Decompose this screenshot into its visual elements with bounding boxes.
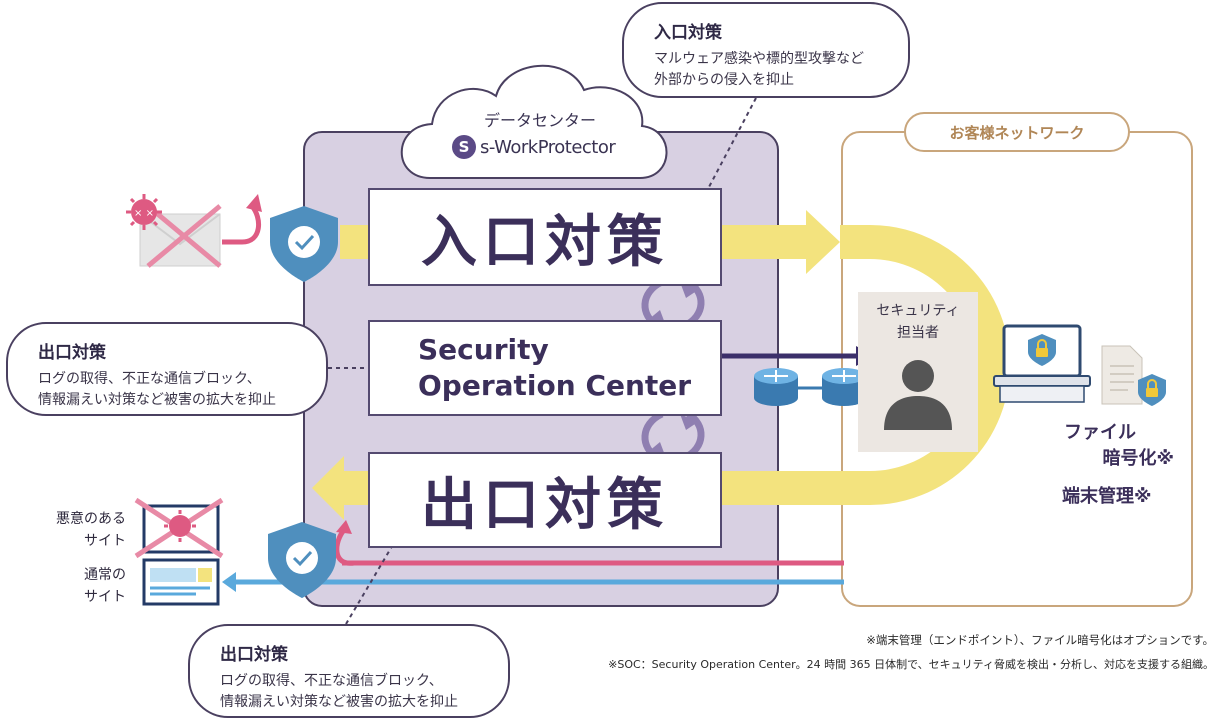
endpoint-management-label: 端末管理※ [1062, 486, 1152, 507]
virus-icon [164, 510, 196, 542]
yellow-arrow-left [312, 456, 344, 520]
document-icon [1101, 345, 1143, 405]
yellow-u-flow [722, 225, 1010, 505]
file-encryption-label: ファイル 暗号化※ [1064, 422, 1174, 469]
lock-icon [1138, 374, 1166, 406]
exit-measures-title: 出口対策 [421, 472, 669, 538]
bubble-title: 出口対策 [38, 343, 106, 363]
router-icon [822, 368, 866, 406]
shield-check-icon [270, 206, 338, 282]
soc-box: Security Operation Center [368, 320, 722, 416]
logo-text: s-WorkProtector [480, 136, 616, 158]
exit-measures-bubble-bottom: 出口対策 ログの取得、不正な通信ブロック、 情報漏えい対策など被害の拡大を抑止 [188, 624, 510, 718]
virus-icon: × × [126, 194, 162, 230]
bubble-description: マルウェア感染や標的型攻撃など 外部からの侵入を抑止 [654, 51, 864, 88]
normal-site-label: 通常の サイト [84, 567, 126, 605]
bubble-title: 出口対策 [220, 645, 288, 665]
yellow-arrow-right [806, 210, 840, 274]
exit-measures-box: 出口対策 [368, 452, 722, 548]
logo-circle-icon: S [452, 135, 476, 159]
svg-text:× ×: × × [134, 208, 154, 219]
datacenter-label: データセンター [483, 111, 596, 130]
malicious-site-label: 悪意のある サイト [56, 511, 126, 549]
router-icon [754, 368, 798, 406]
bubble-description: ログの取得、不正な通信ブロック、 情報漏えい対策など被害の拡大を抑止 [220, 673, 458, 710]
soc-title: Security Operation Center [418, 333, 692, 402]
bubble-description: ログの取得、不正な通信ブロック、 情報漏えい対策など被害の拡大を抑止 [38, 371, 276, 408]
shield-check-icon [268, 522, 336, 598]
footnote-option: ※端末管理（エンドポイント）、ファイル暗号化はオプションです。 [866, 633, 1214, 647]
customer-network-label: お客様ネットワーク [904, 112, 1130, 152]
security-officer-label: セキュリティ 担当者 [876, 303, 960, 341]
product-logo: S s-WorkProtector [452, 132, 642, 162]
blue-arrow-left [222, 572, 236, 592]
entrance-measures-box: 入口対策 [368, 188, 722, 286]
laptop-icon [993, 324, 1091, 403]
exit-measures-bubble-left: 出口対策 ログの取得、不正な通信ブロック、 情報漏えい対策など被害の拡大を抑止 [6, 322, 328, 416]
entrance-inflow [340, 225, 368, 259]
website-icon [142, 558, 220, 606]
person-icon [884, 360, 952, 430]
entrance-measures-title: 入口対策 [421, 209, 669, 275]
entrance-measures-bubble: 入口対策 マルウェア感染や標的型攻撃など 外部からの侵入を抑止 [622, 2, 910, 98]
footnote-soc: ※SOC：Security Operation Center。24 時間 365… [608, 658, 1214, 671]
bubble-title: 入口対策 [654, 23, 722, 43]
